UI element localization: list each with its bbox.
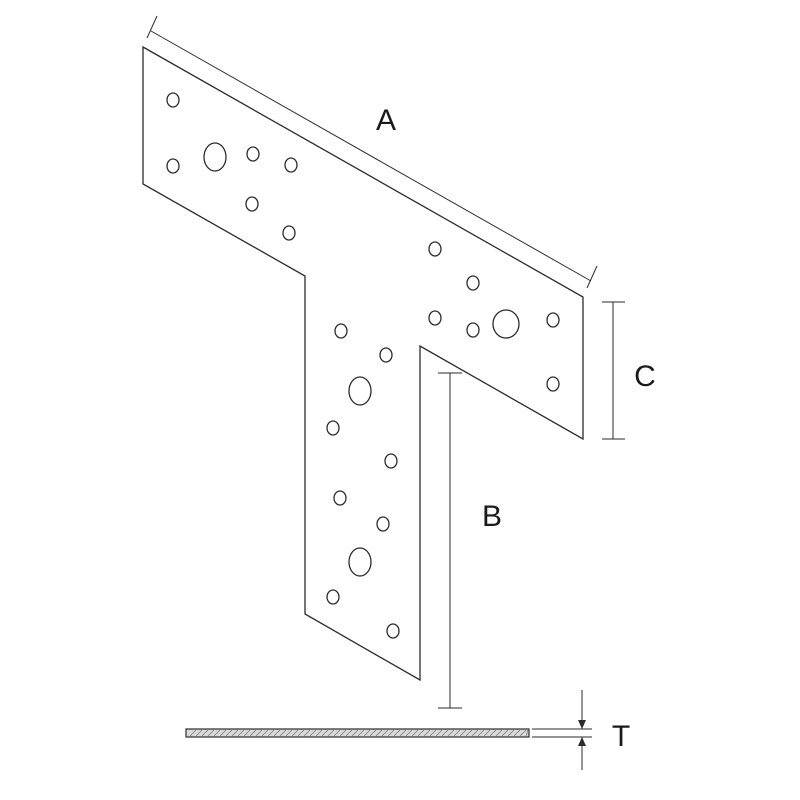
hatch-line xyxy=(429,729,437,737)
arrow-up-icon xyxy=(578,737,586,746)
small-hole xyxy=(326,589,340,605)
hatch-line xyxy=(417,729,425,737)
small-hole xyxy=(384,453,398,469)
hatch-line xyxy=(321,729,329,737)
hatch-line xyxy=(207,729,215,737)
hatch-line xyxy=(189,729,197,737)
small-hole xyxy=(245,196,259,212)
t-plate-outline xyxy=(142,45,584,682)
hatch-line xyxy=(225,729,233,737)
hatch-line xyxy=(255,729,263,737)
hatch-line xyxy=(471,729,479,737)
hatch-line xyxy=(267,729,275,737)
small-hole xyxy=(428,310,442,326)
dimension-t-label: T xyxy=(612,720,630,753)
small-hole xyxy=(386,623,400,639)
hatch-line xyxy=(243,729,251,737)
hatch-line xyxy=(441,729,449,737)
small-hole xyxy=(333,490,347,506)
hatch-line xyxy=(519,729,527,737)
large-hole xyxy=(492,309,520,339)
hatch-line xyxy=(381,729,389,737)
dimension-a: A xyxy=(146,15,598,289)
hatch-line xyxy=(399,729,407,737)
small-hole xyxy=(428,241,442,257)
hatch-line xyxy=(357,729,365,737)
hatch-line xyxy=(507,729,515,737)
arrow-down-icon xyxy=(578,720,586,729)
hatch-line xyxy=(369,729,377,737)
hatch-line xyxy=(219,729,227,737)
plate-holes xyxy=(166,92,560,639)
hatch-line xyxy=(315,729,323,737)
hatch-line xyxy=(327,729,335,737)
plate-side-view xyxy=(185,728,530,738)
hatch-line xyxy=(465,729,473,737)
hatch-line xyxy=(375,729,383,737)
small-hole xyxy=(246,146,260,162)
dimension-b: B xyxy=(438,372,502,709)
hatch-line xyxy=(285,729,293,737)
hatch-line xyxy=(411,729,419,737)
hatch-line xyxy=(201,729,209,737)
dimension-c: C xyxy=(602,301,656,440)
hatch-line xyxy=(345,729,353,737)
small-hole xyxy=(376,516,390,532)
hatch-line xyxy=(213,729,221,737)
hatch-line xyxy=(237,729,245,737)
hatch-line xyxy=(291,729,299,737)
hatch-line xyxy=(393,729,401,737)
hatch-line xyxy=(309,729,317,737)
hatch-line xyxy=(483,729,491,737)
hatch-line xyxy=(405,729,413,737)
hatch-line xyxy=(273,729,281,737)
hatch-line xyxy=(249,729,257,737)
hatch-line xyxy=(195,729,203,737)
dimension-t: T xyxy=(532,690,630,770)
hatch-line xyxy=(261,729,269,737)
hatch-line xyxy=(495,729,503,737)
hatch-line xyxy=(231,729,239,737)
small-hole xyxy=(546,376,560,392)
small-hole xyxy=(282,225,296,241)
small-hole xyxy=(466,322,480,338)
hatch-line xyxy=(333,729,341,737)
hatch-line xyxy=(477,729,485,737)
small-hole xyxy=(326,420,340,436)
hatch-line xyxy=(297,729,305,737)
small-hole xyxy=(284,157,298,173)
hatch-line xyxy=(279,729,287,737)
hatch-line xyxy=(459,729,467,737)
dimension-c-label: C xyxy=(634,360,656,393)
hatch-line xyxy=(387,729,395,737)
large-hole xyxy=(348,376,372,406)
hatch-line xyxy=(351,729,359,737)
small-hole xyxy=(546,312,560,328)
large-hole xyxy=(348,547,372,577)
small-hole xyxy=(166,158,180,174)
hatch-line xyxy=(501,729,509,737)
hatch-line xyxy=(489,729,497,737)
hatch-line xyxy=(363,729,371,737)
hatch-line xyxy=(525,729,529,737)
hatch-line xyxy=(339,729,347,737)
hatch-line xyxy=(447,729,455,737)
hatch-line xyxy=(303,729,311,737)
large-hole xyxy=(203,142,227,172)
dimension-b-label: B xyxy=(482,500,502,533)
small-hole xyxy=(334,323,348,339)
small-hole xyxy=(166,92,180,108)
hatch-line xyxy=(435,729,443,737)
section-hatching xyxy=(189,729,529,737)
hatch-line xyxy=(453,729,461,737)
small-hole xyxy=(466,275,480,291)
dimension-a-label: A xyxy=(376,104,396,137)
hatch-line xyxy=(423,729,431,737)
small-hole xyxy=(379,347,393,363)
hatch-line xyxy=(513,729,521,737)
